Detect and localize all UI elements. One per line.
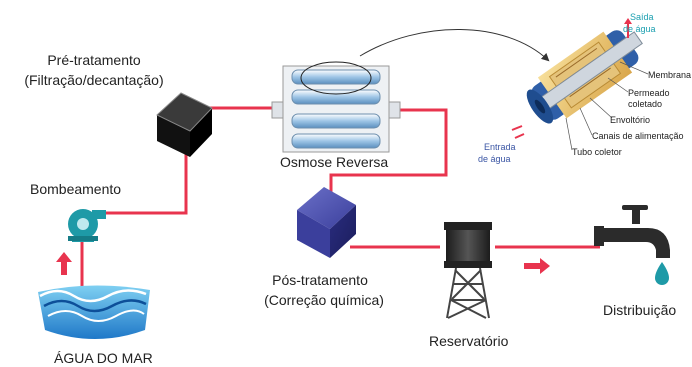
arrow-right-icon [524, 258, 550, 274]
distribution-label: Distribuição [603, 302, 677, 318]
sea-water-label: ÁGUA DO MAR [54, 350, 153, 366]
ro-tube [291, 89, 381, 105]
pretreatment-title: Pré-tratamento [47, 52, 141, 68]
pipe-ro-to-posttreatment [329, 108, 448, 200]
posttreatment-cube [297, 187, 356, 258]
water-in-label-2: de água [478, 154, 511, 164]
posttreatment-title: Pós-tratamento [272, 272, 368, 288]
pumping-label: Bombeamento [30, 181, 122, 197]
membrane-label: Membrana [648, 70, 692, 80]
ro-zoom-arrow [359, 29, 550, 62]
collector-tube-label: Tubo coletor [572, 147, 622, 157]
feed-channels-label: Canais de alimentação [592, 131, 684, 141]
water-drop-icon [655, 262, 669, 285]
pretreatment-cube [156, 92, 213, 157]
permeate-label-2: coletado [628, 99, 663, 109]
ro-tube [291, 113, 381, 129]
casing-label: Envoltório [610, 115, 651, 125]
reservoir-label: Reservatório [429, 333, 509, 349]
reverse-osmosis-unit [271, 29, 550, 153]
reverse-osmosis-label: Osmose Reversa [280, 154, 389, 170]
ro-highlight-ellipse [300, 61, 372, 95]
membrane-cutaway-icon [511, 18, 649, 151]
water-out-label-2: de água [623, 24, 656, 34]
ro-tube [291, 69, 381, 85]
ro-tube [291, 133, 381, 149]
arrow-up-icon [56, 252, 72, 275]
water-out-label-1: Saída [630, 12, 654, 22]
water-in-label-1: Entrada [484, 142, 516, 152]
permeate-label-1: Permeado [628, 88, 670, 98]
reservoir-tower-icon [444, 222, 492, 319]
pump-icon [68, 209, 106, 242]
pretreatment-subtitle: (Filtração/decantação) [24, 72, 164, 88]
posttreatment-subtitle: (Correção química) [264, 292, 384, 308]
sea-water-icon [38, 285, 150, 339]
faucet-icon [594, 205, 670, 285]
